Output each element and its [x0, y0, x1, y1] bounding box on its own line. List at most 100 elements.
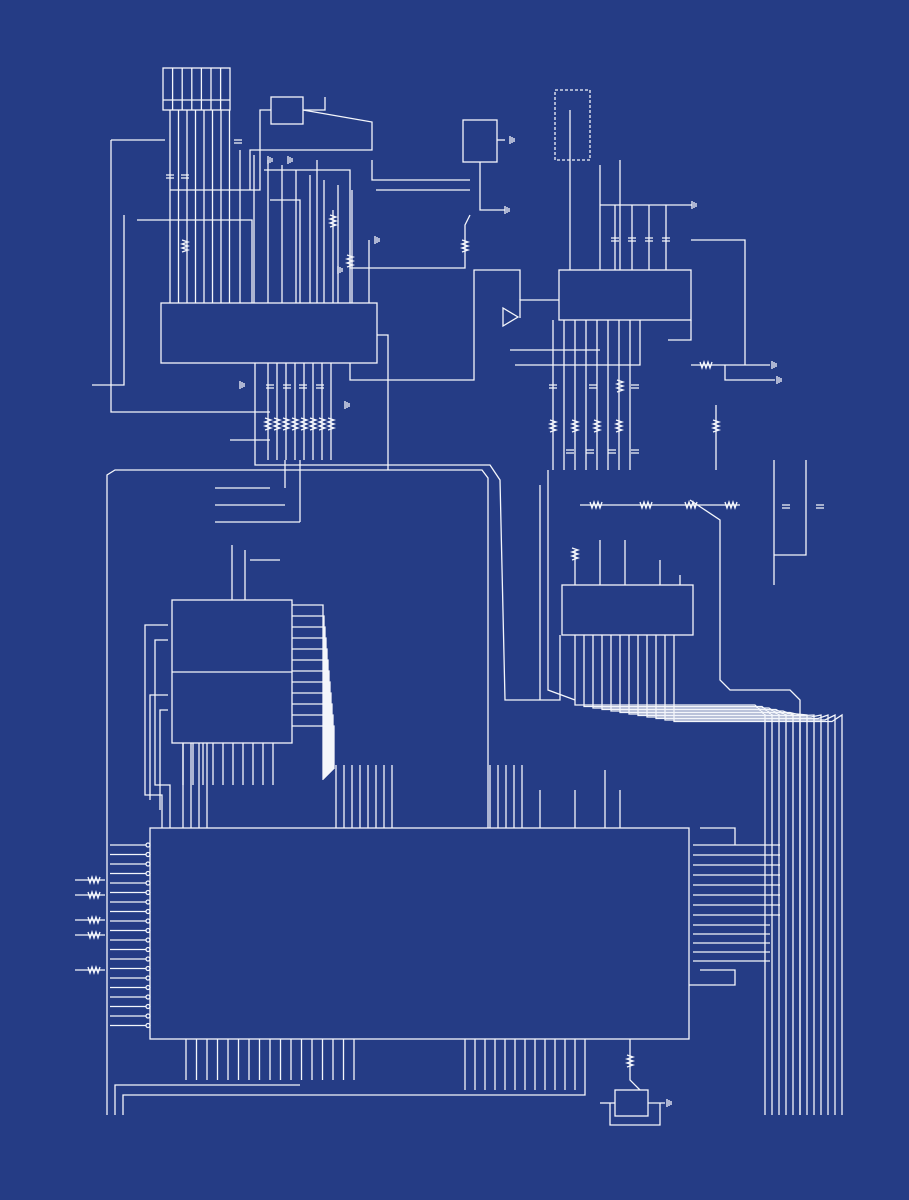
wire — [689, 969, 736, 986]
wire — [609, 1103, 661, 1126]
bus-line — [292, 714, 334, 770]
capacitor-symbol — [166, 174, 174, 179]
ground-icon — [666, 1099, 672, 1107]
resistor-symbol — [589, 499, 603, 511]
bus-line — [673, 635, 843, 1115]
wire — [349, 269, 521, 381]
ground-icon — [509, 136, 515, 144]
pin-pad — [145, 889, 151, 896]
capacitor-symbol — [549, 384, 557, 389]
resistor-symbol — [624, 1054, 636, 1068]
wire — [700, 827, 736, 845]
capacitor-symbol — [283, 384, 291, 389]
wire — [691, 239, 746, 365]
resistor-symbol — [307, 417, 319, 431]
capacitor-symbol — [631, 384, 639, 389]
dashed-switch-box — [554, 89, 591, 161]
wire — [515, 320, 641, 366]
ground-icon — [504, 206, 510, 214]
bus-line — [292, 692, 332, 772]
resistor-symbol — [710, 419, 722, 433]
bus-line — [292, 648, 328, 776]
pin-pad — [145, 870, 151, 877]
bus-line — [601, 635, 787, 1115]
resistor-symbol — [699, 359, 713, 371]
pin-pad — [145, 908, 151, 915]
capacitor-symbol — [662, 237, 670, 242]
resistor-symbol — [614, 379, 626, 393]
resistor-symbol — [179, 239, 191, 253]
capacitor-symbol — [566, 449, 574, 454]
wire — [144, 624, 168, 828]
pin-pad — [145, 994, 151, 1000]
pin-pad — [145, 842, 151, 848]
opamp-symbol — [502, 306, 520, 328]
resistor-symbol — [459, 239, 471, 253]
bus-line — [292, 725, 335, 769]
bus-line — [292, 681, 331, 773]
resistor-symbol — [569, 419, 581, 433]
capacitor-symbol — [816, 504, 824, 509]
capacitor-symbol — [589, 384, 597, 389]
wire — [371, 160, 470, 181]
resistor-symbol — [684, 499, 698, 511]
ground-icon — [287, 156, 293, 164]
wire — [249, 109, 373, 190]
bus-line — [637, 635, 815, 1115]
resistor-symbol — [87, 929, 101, 941]
transistor-box — [462, 119, 498, 163]
resistor-symbol — [327, 214, 339, 228]
pin-pad — [145, 861, 151, 867]
bus-line — [610, 635, 794, 1115]
bus-line — [292, 659, 329, 775]
wire — [159, 709, 168, 810]
capacitor-symbol — [631, 449, 639, 454]
pin-pad — [145, 1003, 151, 1010]
bus-line — [574, 635, 766, 1115]
bus-line — [583, 635, 773, 1115]
bus-line — [292, 670, 330, 774]
pin-pad — [145, 918, 151, 924]
wire — [349, 214, 471, 269]
wire — [668, 320, 692, 341]
wire — [110, 140, 270, 413]
ground-icon — [771, 361, 777, 369]
ground-icon — [344, 401, 350, 409]
resistor-symbol — [298, 417, 310, 431]
rc-box — [270, 96, 304, 125]
wire — [114, 1084, 300, 1115]
resistor-symbol — [280, 417, 292, 431]
resistor-symbol — [639, 499, 653, 511]
pin-pad — [145, 975, 151, 981]
resistor-symbol — [87, 914, 101, 926]
ic-u2 — [558, 269, 692, 321]
resistor-symbol — [289, 417, 301, 431]
ground-icon — [267, 156, 273, 164]
wire — [689, 499, 801, 1115]
resistor-symbol — [316, 417, 328, 431]
connector-block — [162, 67, 231, 111]
pin-pad — [145, 937, 151, 943]
capacitor-symbol — [611, 237, 619, 242]
pin-pad — [145, 946, 151, 953]
wire — [303, 97, 326, 111]
resistor-symbol — [724, 499, 738, 511]
wire — [149, 694, 168, 800]
pin-pad — [145, 965, 151, 972]
resistor-symbol — [613, 419, 625, 433]
wire — [154, 639, 171, 828]
capacitor-symbol — [181, 174, 189, 179]
pin-pad — [145, 956, 151, 962]
pin-pad — [145, 1013, 151, 1019]
bus-line — [292, 604, 324, 780]
wire — [270, 199, 301, 303]
ground-icon — [374, 236, 380, 244]
ground-icon — [337, 266, 343, 274]
bus-line — [646, 635, 822, 1115]
main-processor — [149, 827, 690, 1040]
ground-icon — [239, 381, 245, 389]
wire — [479, 162, 505, 211]
ground-icon — [691, 201, 697, 209]
capacitor-symbol — [299, 384, 307, 389]
